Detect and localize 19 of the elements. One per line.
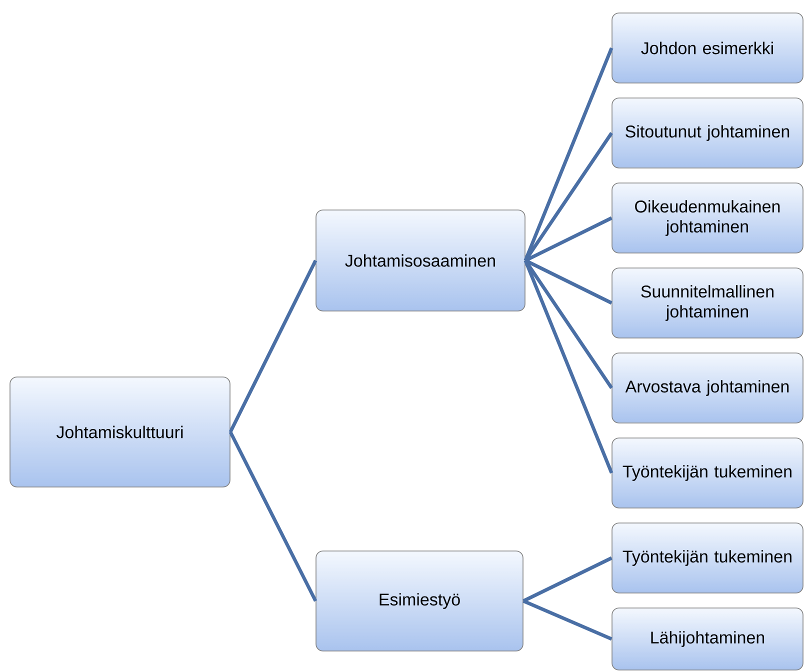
process-box: Esimiestyö	[316, 550, 524, 652]
process-box: Sitoutunut johtaminen	[612, 98, 804, 168]
process-box: Suunnitelmallinen johtaminen	[612, 268, 804, 338]
process-box: Työntekijän tukeminen	[612, 522, 804, 594]
connector-line	[228, 431, 318, 602]
connector-line	[524, 132, 614, 262]
process-box: Oikeudenmukainen johtaminen	[612, 182, 804, 254]
process-box: Arvostava johtaminen	[612, 352, 804, 424]
connector-line	[524, 47, 614, 262]
connector-line	[228, 260, 318, 433]
connector-line	[524, 260, 614, 474]
process-box: Johtamisosaaminen	[316, 210, 526, 312]
process-box: Lähijohtaminen	[612, 608, 804, 670]
process-box: Työntekijän tukeminen	[612, 438, 804, 508]
process-box: Johdon esimerkki	[612, 12, 804, 84]
connector-line	[522, 556, 612, 603]
process-box: Johtamiskulttuuri	[10, 376, 230, 488]
connector-line	[524, 260, 614, 389]
connector-line	[522, 599, 612, 641]
